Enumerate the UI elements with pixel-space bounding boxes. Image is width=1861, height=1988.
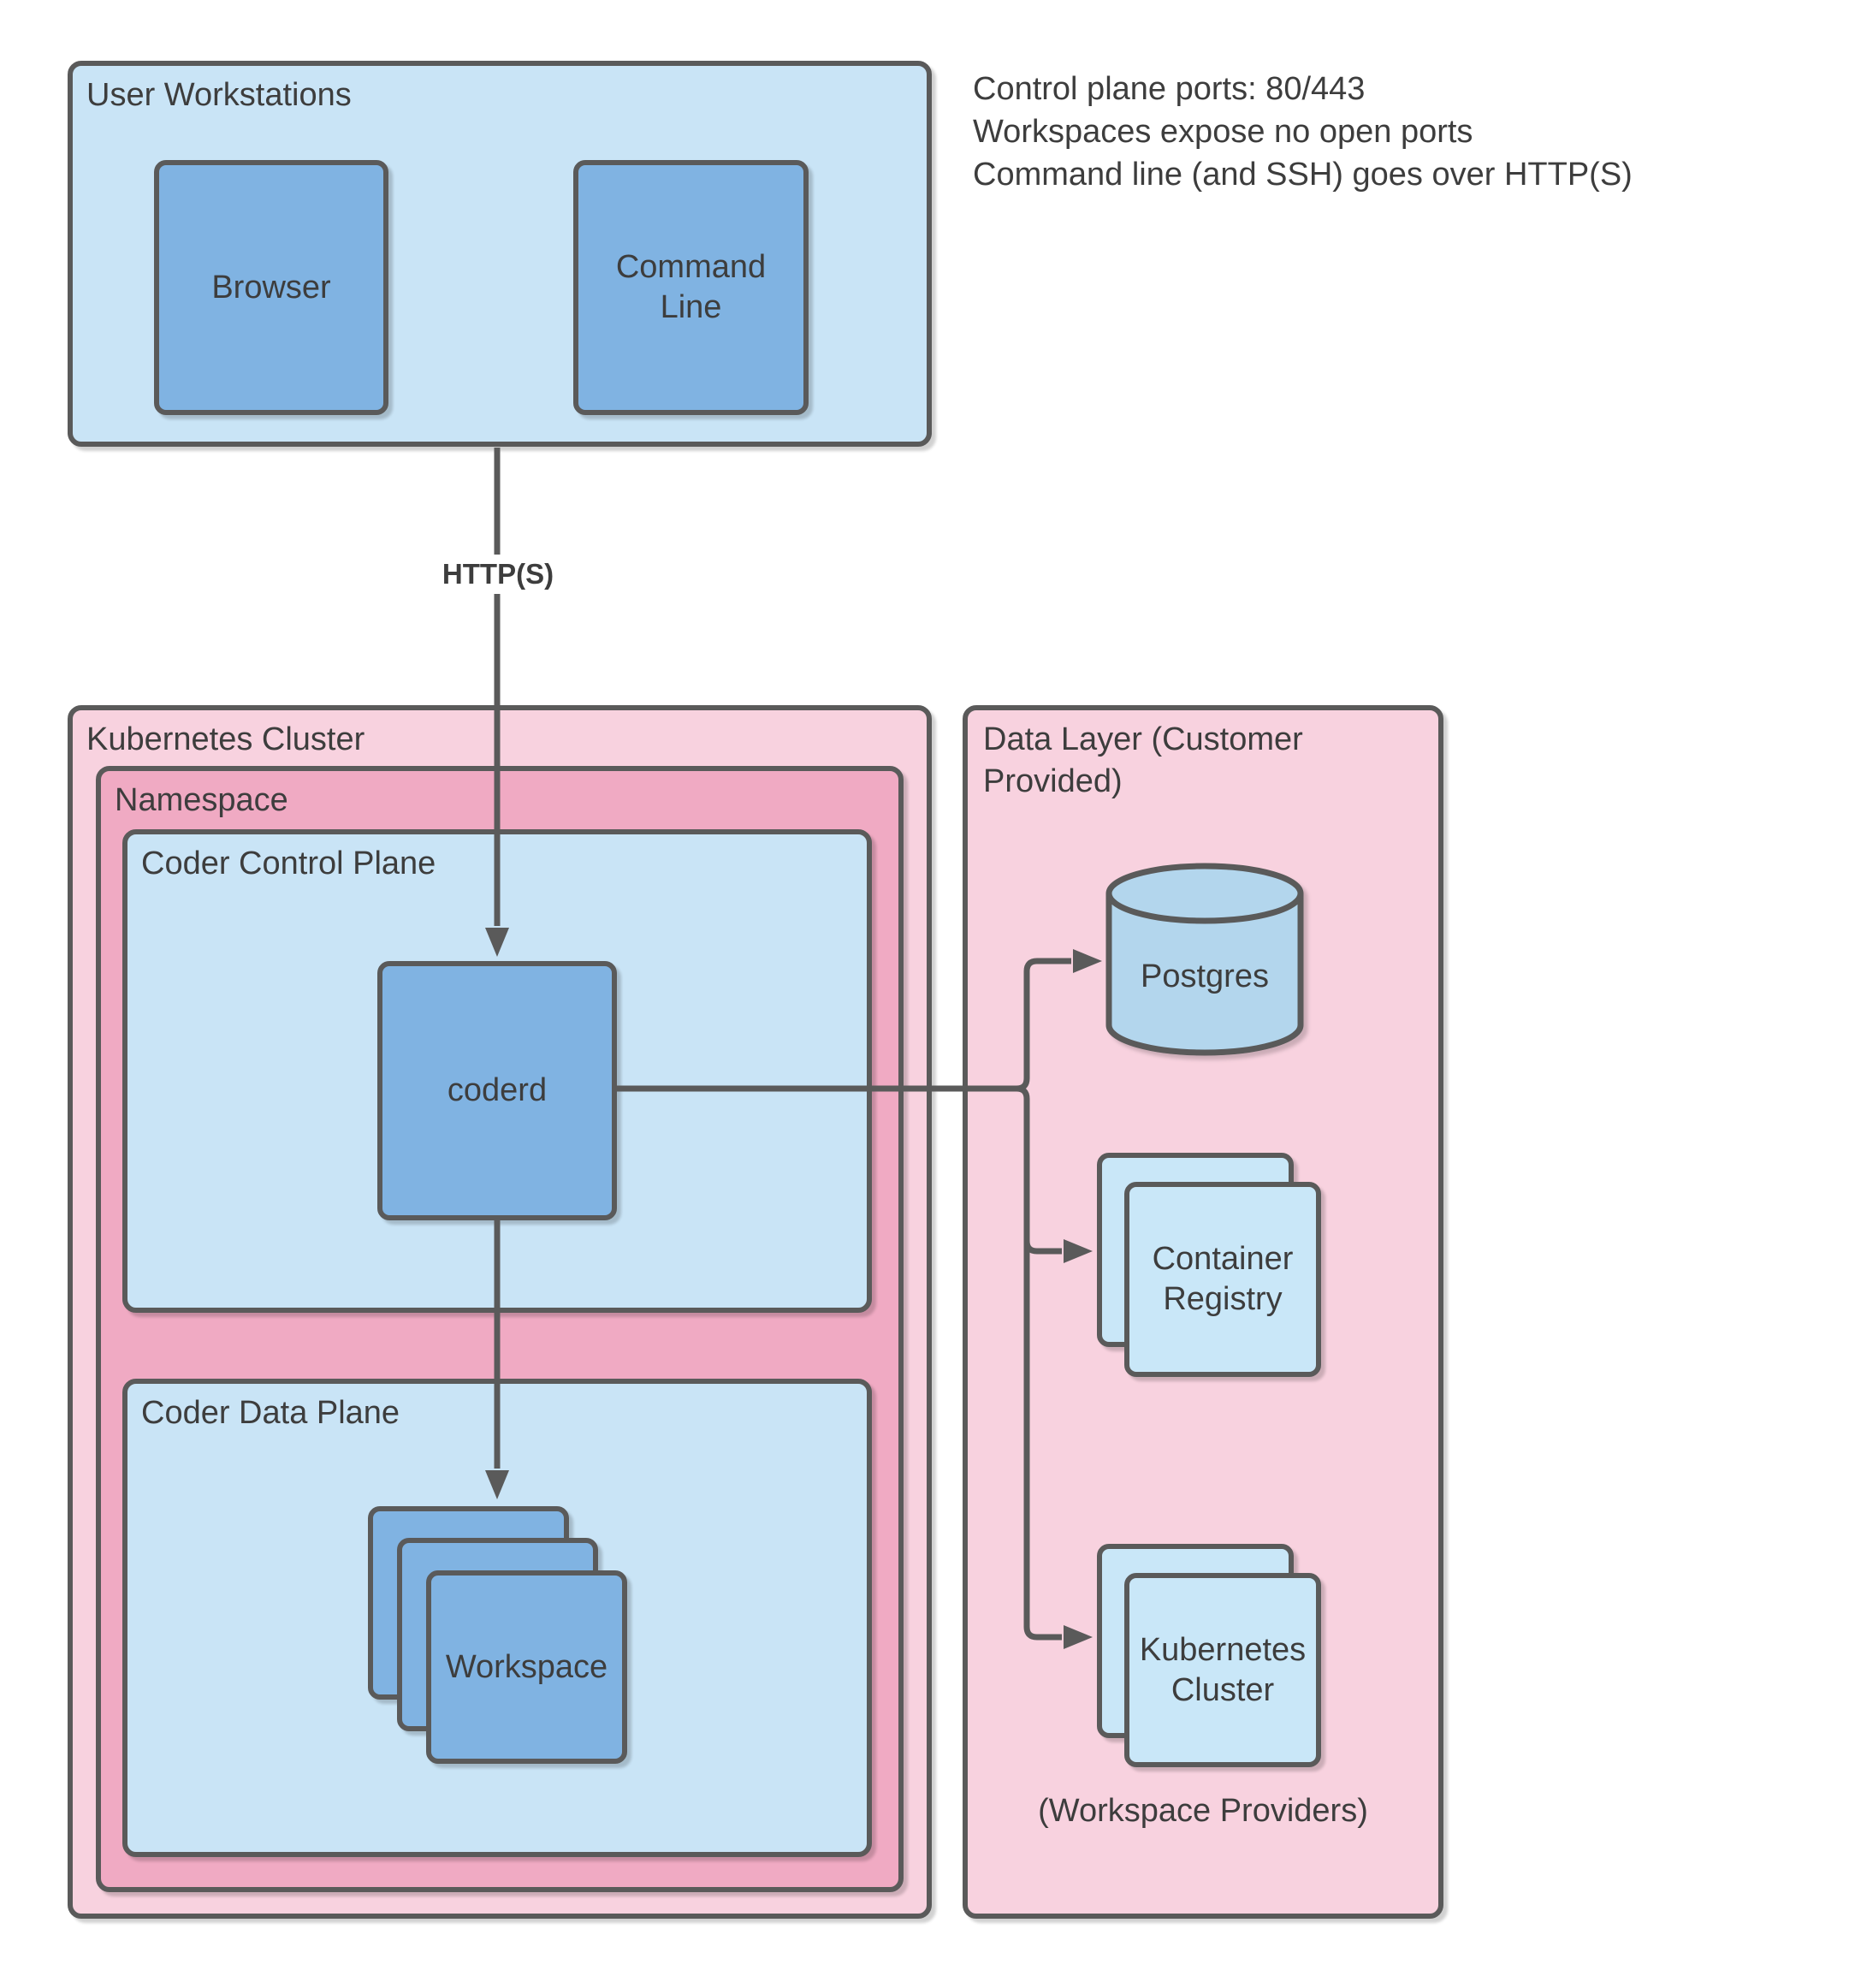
- annotation-notes: Control plane ports: 80/443 Workspaces e…: [973, 68, 1633, 196]
- container-registry-node-front: Container Registry: [1124, 1182, 1321, 1377]
- kubernetes-cluster-provider-label: Kubernetes Cluster: [1139, 1631, 1307, 1708]
- browser-label: Browser: [211, 269, 331, 306]
- workspace-node-front: Workspace: [426, 1570, 627, 1764]
- coder-control-plane-label: Coder Control Plane: [141, 846, 436, 881]
- workspace-label: Workspace: [445, 1648, 608, 1685]
- kubernetes-cluster-provider-node-front: Kubernetes Cluster: [1124, 1573, 1321, 1767]
- command-line-node: Command Line: [573, 160, 809, 415]
- annotation-line-2: Workspaces expose no open ports: [973, 114, 1473, 150]
- coder-data-plane-label: Coder Data Plane: [141, 1395, 400, 1431]
- workspace-providers-caption: (Workspace Providers): [1038, 1793, 1368, 1829]
- annotation-line-3: Command line (and SSH) goes over HTTP(S): [973, 157, 1633, 193]
- user-workstations-label: User Workstations: [86, 77, 352, 113]
- coderd-node: coderd: [377, 961, 617, 1220]
- coderd-label: coderd: [447, 1072, 548, 1108]
- namespace-label: Namespace: [115, 782, 288, 818]
- kubernetes-cluster-label: Kubernetes Cluster: [86, 721, 365, 757]
- container-registry-label: Container Registry: [1152, 1241, 1294, 1317]
- command-line-label: Command Line: [615, 249, 767, 325]
- browser-node: Browser: [154, 160, 388, 415]
- http-edge-label: HTTP(S): [433, 555, 563, 594]
- data-layer-label: Data Layer (Customer Provided): [983, 721, 1303, 799]
- annotation-line-1: Control plane ports: 80/443: [973, 71, 1366, 107]
